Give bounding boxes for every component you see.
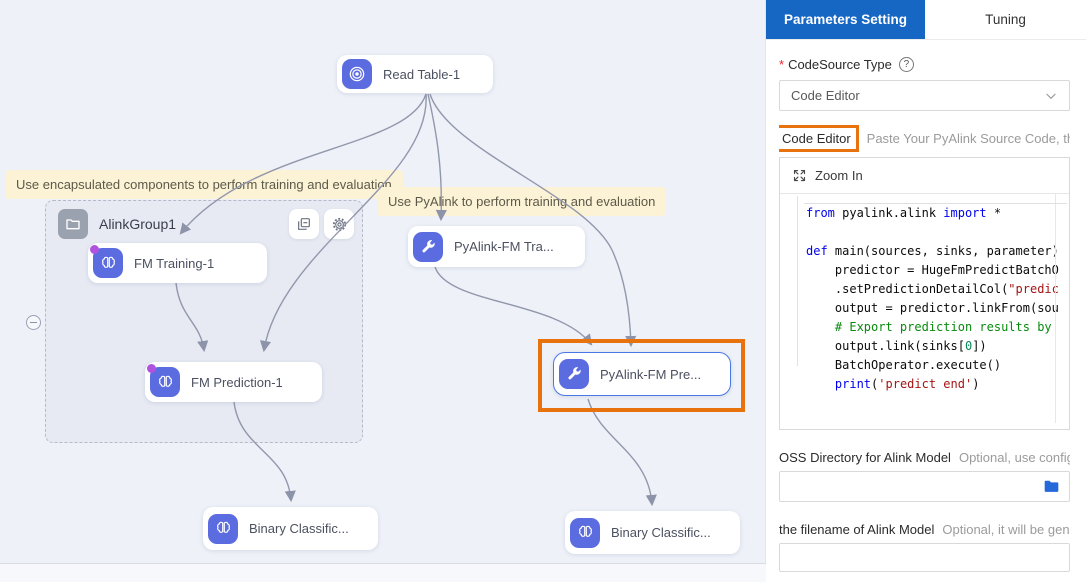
canvas-bottom-strip <box>0 564 766 582</box>
indent-guide <box>797 196 798 366</box>
annotation-encapsulated[interactable]: Use encapsulated components to perform t… <box>5 170 403 199</box>
zoom-in-button[interactable]: Zoom In <box>780 158 1069 194</box>
node-binary-classification-right[interactable]: Binary Classific... <box>565 511 740 554</box>
gear-icon[interactable] <box>324 209 354 239</box>
filename-input[interactable] <box>789 550 1060 565</box>
tab-parameters-setting[interactable]: Parameters Setting <box>766 0 925 39</box>
node-label: Binary Classific... <box>611 525 711 540</box>
browse-folder-button[interactable] <box>1043 479 1060 494</box>
oss-directory-row: OSS Directory for Alink Model Optional, … <box>779 450 1070 465</box>
help-icon[interactable]: ? <box>898 57 914 72</box>
node-pyalink-fm-training[interactable]: PyAlink-FM Tra... <box>408 226 585 267</box>
code-editor-label-row: Code Editor Paste Your PyAlink Source Co… <box>779 122 1070 155</box>
node-label: Binary Classific... <box>249 521 349 536</box>
active-line-highlight <box>804 203 1067 204</box>
wrench-icon <box>559 359 589 389</box>
annotation-pyalink[interactable]: Use PyAlink to perform training and eval… <box>377 187 667 216</box>
node-fm-prediction[interactable]: FM Prediction-1 <box>145 362 322 402</box>
node-label: Read Table-1 <box>383 66 461 82</box>
zoom-in-label: Zoom In <box>815 168 863 183</box>
status-dot <box>147 364 156 373</box>
node-label: PyAlink-FM Tra... <box>454 239 554 254</box>
alink-group-box[interactable]: AlinkGroup1 <box>45 200 363 443</box>
oss-directory-hint: Optional, use configur... <box>958 450 1070 465</box>
codesource-type-select[interactable]: Code Editor <box>779 80 1070 111</box>
node-label: PyAlink-FM Pre... <box>600 366 702 382</box>
node-pyalink-fm-prediction[interactable]: PyAlink-FM Pre... <box>553 352 731 396</box>
oss-directory-input[interactable] <box>789 479 1043 494</box>
canvas-bottom-border <box>0 563 766 564</box>
print-margin-line <box>1055 194 1056 423</box>
brain-icon <box>570 517 600 548</box>
oss-directory-input-wrap <box>779 471 1070 502</box>
wrench-icon <box>413 231 443 262</box>
node-label: FM Training-1 <box>134 255 215 271</box>
oss-directory-label: OSS Directory for Alink Model <box>779 450 951 465</box>
code-lines: from pyalink.alink import * def main(sou… <box>806 206 1059 391</box>
alink-group-header: AlinkGroup1 <box>58 209 354 239</box>
filename-input-wrap <box>779 543 1070 572</box>
node-fm-training[interactable]: FM Training-1 <box>88 243 267 283</box>
filename-hint: Optional, it will be gener... <box>942 522 1070 537</box>
brain-icon <box>208 513 238 544</box>
code-editor-box: Zoom In from pyalink.alink import * def … <box>779 157 1070 430</box>
parameters-panel: Parameters Setting Tuning * CodeSource T… <box>766 0 1086 582</box>
folder-icon <box>58 209 88 239</box>
node-label: FM Prediction-1 <box>191 374 283 390</box>
node-binary-classification-left[interactable]: Binary Classific... <box>203 507 378 550</box>
status-dot <box>90 245 99 254</box>
table-source-icon <box>342 59 372 89</box>
code-editor-hint: Paste Your PyAlink Source Code, the cod.… <box>866 131 1070 146</box>
required-asterisk: * <box>779 57 785 72</box>
group-title: AlinkGroup1 <box>99 216 177 232</box>
filename-row: the filename of Alink Model Optional, it… <box>779 522 1070 537</box>
codesource-type-label: CodeSource Type <box>788 57 892 72</box>
codesource-type-value: Code Editor <box>791 88 860 103</box>
workflow-canvas[interactable]: AlinkGroup1 Us <box>0 0 766 582</box>
filename-label: the filename of Alink Model <box>779 522 935 537</box>
expand-icon <box>793 169 806 182</box>
code-editor-content[interactable]: from pyalink.alink import * def main(sou… <box>780 194 1069 429</box>
collapse-group-button[interactable] <box>26 315 41 330</box>
code-editor-label: Code Editor <box>779 125 859 152</box>
copy-group-button[interactable] <box>289 209 319 239</box>
chevron-down-icon <box>1046 93 1056 99</box>
panel-tabs: Parameters Setting Tuning <box>766 0 1086 40</box>
brain-icon <box>90 245 123 278</box>
codesource-type-row: * CodeSource Type ? <box>779 57 1070 72</box>
folder-icon <box>1044 480 1059 492</box>
node-read-table[interactable]: Read Table-1 <box>337 55 493 93</box>
brain-icon <box>147 364 180 397</box>
tab-tuning[interactable]: Tuning <box>985 12 1026 27</box>
